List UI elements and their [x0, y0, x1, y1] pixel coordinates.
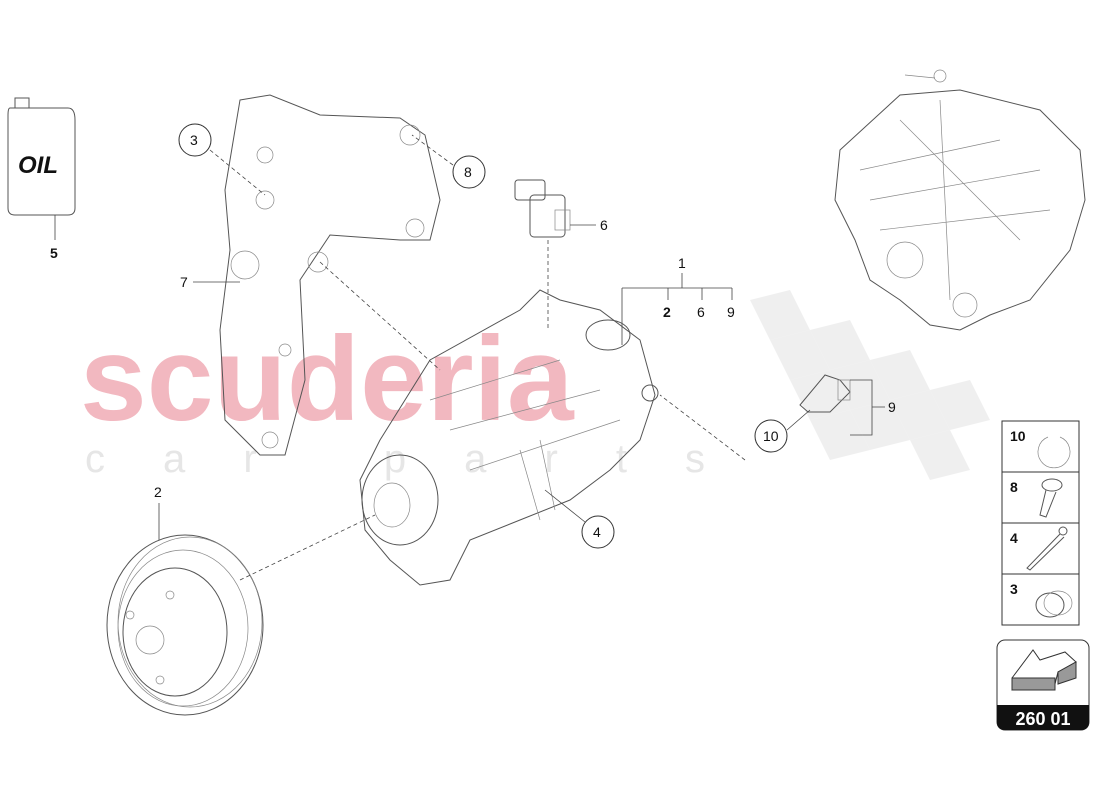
- callout-8-label: 8: [464, 164, 472, 180]
- engine-thumbnail: [834, 69, 1086, 331]
- callout-4[interactable]: [581, 515, 615, 549]
- arrow-left-3d-icon: [1011, 649, 1077, 691]
- callout-10-label: 10: [763, 428, 779, 444]
- legend-item-10[interactable]: 10: [1010, 428, 1026, 444]
- ac-compressor-part[interactable]: [359, 289, 659, 586]
- legend-item-3[interactable]: 3: [1010, 581, 1018, 597]
- callout-1-sub-2[interactable]: 2: [663, 304, 671, 320]
- bushing-sleeve-icon: [1035, 590, 1073, 618]
- pulley-part[interactable]: [106, 534, 264, 716]
- checkered-flag-watermark: [750, 290, 990, 480]
- watermark-sub: c a r p a r t s: [85, 437, 705, 481]
- legend-item-4[interactable]: 4: [1010, 530, 1018, 546]
- callout-5[interactable]: 5: [50, 245, 58, 261]
- bolt-icon: [1039, 478, 1063, 518]
- callout-6[interactable]: 6: [600, 217, 608, 233]
- group-badge[interactable]: [996, 639, 1090, 731]
- callout-8[interactable]: [452, 155, 486, 189]
- callout-1-sub-9[interactable]: 9: [727, 304, 735, 320]
- legend-item-8[interactable]: 8: [1010, 479, 1018, 495]
- long-bolt-icon: [1026, 526, 1068, 571]
- callout-7[interactable]: 7: [180, 274, 188, 290]
- callout-4-label: 4: [593, 524, 601, 540]
- callout-2[interactable]: 2: [154, 484, 162, 500]
- bracket-part[interactable]: [219, 94, 441, 456]
- callout-1-sub-6[interactable]: 6: [697, 304, 705, 320]
- callout-3-label: 3: [190, 132, 198, 148]
- legend-panel: [1001, 420, 1080, 626]
- callout-9[interactable]: 9: [888, 399, 896, 415]
- watermark-main: scuderia: [80, 312, 575, 446]
- pressure-switch-part[interactable]: [514, 179, 571, 238]
- oil-can-label: OIL: [18, 152, 58, 179]
- callout-3[interactable]: [178, 123, 212, 157]
- oil-can-icon: [7, 97, 76, 216]
- callout-1[interactable]: 1: [678, 255, 686, 271]
- callout-10[interactable]: [754, 419, 788, 453]
- circlip-ring-icon: [1037, 436, 1071, 469]
- group-code: 260 01: [1015, 709, 1070, 729]
